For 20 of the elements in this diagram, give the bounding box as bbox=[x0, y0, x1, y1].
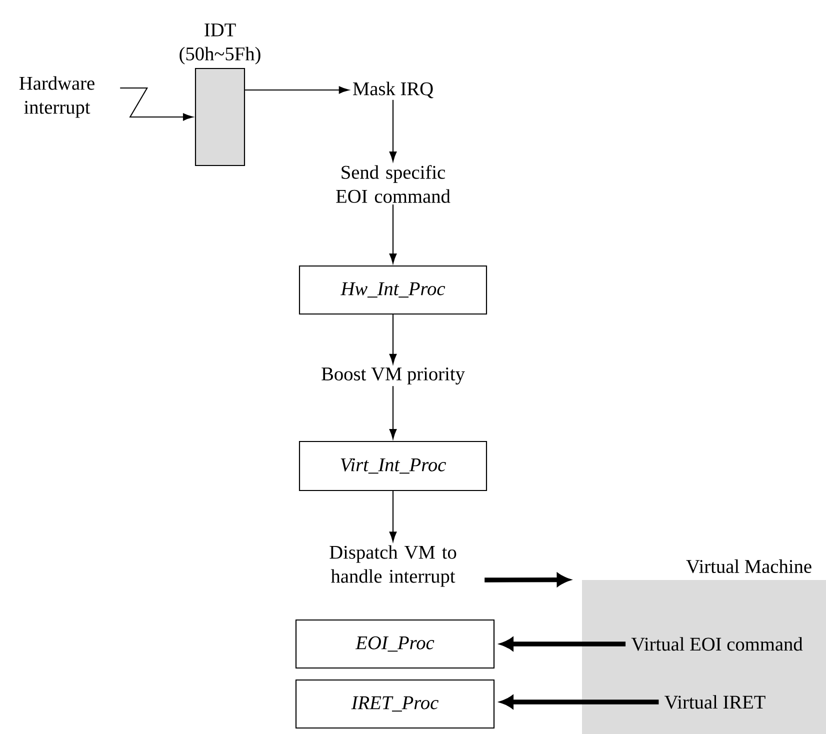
arrow bbox=[245, 86, 349, 94]
step-text: Boost VM priority bbox=[322, 368, 465, 384]
arrow bbox=[389, 386, 397, 440]
table-heading: IDT (50h~5Fh) bbox=[180, 24, 260, 64]
procedure-box: IRET_Proc bbox=[295, 679, 495, 729]
step-text: Mask IRQ bbox=[353, 82, 434, 98]
arrow bbox=[389, 314, 397, 364]
step-text: Send specific EOI command bbox=[336, 165, 450, 203]
arrow bbox=[389, 491, 397, 542]
step-text: Hardware interrupt bbox=[19, 76, 94, 118]
arrow bbox=[389, 204, 397, 264]
procedure-box: Virt_Int_Proc bbox=[298, 440, 488, 492]
arrow bbox=[389, 100, 397, 162]
procedure-box: EOI_Proc bbox=[295, 619, 495, 669]
step-text: Virtual EOI command bbox=[631, 637, 803, 651]
step-text: Dispatch VM to handle interrupt bbox=[330, 545, 456, 587]
procedure-box: Hw_Int_Proc bbox=[298, 265, 488, 315]
step-text: Virtual IRET bbox=[664, 695, 766, 709]
region-heading: Virtual Machine bbox=[686, 559, 812, 574]
arrow bbox=[120, 87, 194, 121]
